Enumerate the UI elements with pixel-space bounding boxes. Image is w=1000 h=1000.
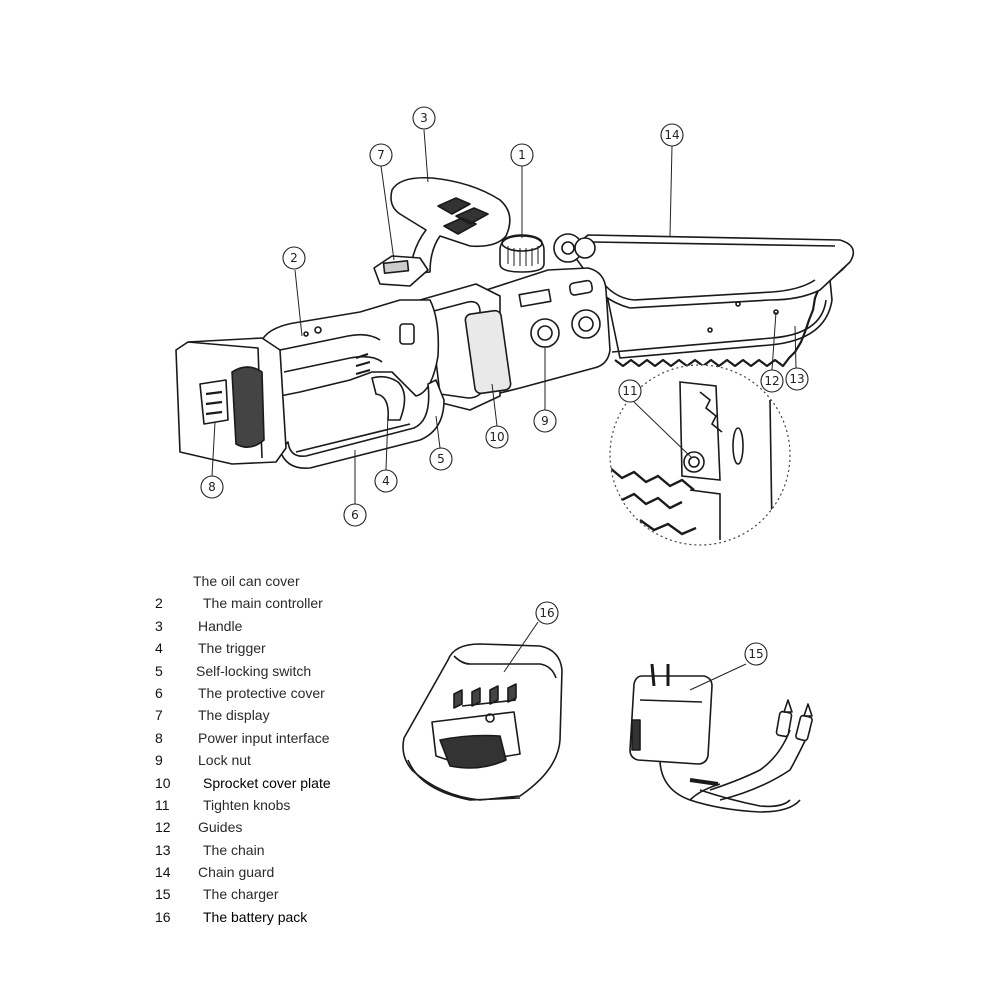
part-row: The oil can cover [150,570,410,592]
svg-text:6: 6 [351,508,359,522]
display-panel [373,255,429,287]
part-number: 8 [155,729,163,746]
part-number: 6 [155,684,163,701]
part-number: 12 [155,819,171,836]
part-name: The display [198,707,270,724]
part-row: 6 The protective cover [150,682,410,704]
attached-battery [175,337,287,465]
part-row: 7 The display [150,704,410,726]
part-name: The main controller [203,595,323,612]
top-handle [390,176,511,275]
self-locking-switch [399,323,415,345]
svg-text:9: 9 [541,414,549,428]
svg-text:2: 2 [290,251,298,265]
callout-10: 10 [485,425,509,449]
protective-loop [279,379,445,469]
part-row: 3 Handle [150,615,410,637]
chainsaw-illustration [175,176,855,469]
svg-text:10: 10 [489,430,504,444]
part-name: The oil can cover [193,573,300,589]
rear-grip [261,299,440,421]
motor-housing [419,283,512,411]
part-row: 11 Tighten knobs [150,794,410,816]
chain [614,287,821,368]
svg-text:5: 5 [437,452,445,466]
part-name: Sprocket cover plate [203,774,331,791]
callout-13: 13 [785,367,809,391]
oil-can-cover [499,234,545,273]
callout-2: 2 [282,246,306,270]
callout-5: 5 [429,447,453,471]
part-row: 16 The battery pack [150,906,410,928]
callout-3: 3 [412,106,436,130]
part-row: 2 The main controller [150,592,410,614]
part-name: Guides [198,819,243,836]
callout-8: 8 [200,475,224,499]
part-row: 9 Lock nut [150,749,410,771]
svg-text:7: 7 [377,148,385,162]
callout-6: 6 [343,503,367,527]
callout-11: 11 [618,379,642,403]
callout-4: 4 [374,469,398,493]
svg-text:15: 15 [748,647,763,661]
part-row: 15 The charger [150,883,410,905]
tighten-knob-detail [609,364,791,546]
part-number: 13 [155,841,171,858]
callout-12: 12 [760,369,784,393]
part-row: 5 Self-locking switch [150,660,410,682]
part-row: 10 Sprocket cover plate [150,772,410,794]
part-name: Handle [198,617,243,634]
callout-leaders [211,129,797,691]
parts-list: The oil can cover 2 The main controller 3… [150,570,410,928]
callout-1: 1 [510,143,534,167]
charger-illustration [629,663,813,813]
svg-text:8: 8 [208,480,216,494]
part-number: 14 [155,864,171,881]
part-name: Self-locking switch [196,662,312,679]
part-name: Tighten knobs [203,796,291,813]
callout-15: 15 [744,642,768,666]
svg-text:12: 12 [764,374,779,388]
svg-text:16: 16 [539,606,554,620]
callout-14: 14 [660,123,684,147]
part-number: 2 [155,595,163,612]
part-number: 9 [155,752,163,769]
svg-text:4: 4 [382,474,390,488]
part-name: The charger [203,886,279,903]
part-number: 3 [155,617,163,634]
callout-7: 7 [369,143,393,167]
svg-text:1: 1 [518,148,526,162]
svg-text:11: 11 [622,384,637,398]
svg-text:14: 14 [664,128,679,142]
part-number: 11 [155,796,170,813]
callout-16: 16 [535,601,559,625]
part-name: Lock nut [198,752,251,769]
part-row: 4 The trigger [150,637,410,659]
trigger [371,375,406,421]
part-name: The trigger [198,640,266,657]
part-number: 16 [155,908,171,925]
svg-text:13: 13 [789,372,804,386]
part-name: Power input interface [198,729,330,746]
part-number: 15 [155,886,171,903]
svg-text:3: 3 [420,111,428,125]
part-row: 12 Guides [150,816,410,838]
part-name: The chain [203,841,265,858]
part-number: 7 [155,707,163,724]
battery-pack-illustration [402,643,563,801]
part-row: 14 Chain guard [150,861,410,883]
part-name: Chain guard [198,864,275,881]
part-number: 10 [155,774,171,791]
callout-9: 9 [533,409,557,433]
part-number: 4 [155,640,163,657]
part-row: 13 The chain [150,839,410,861]
part-name: The battery pack [203,908,308,925]
part-row: 8 Power input interface [150,727,410,749]
part-number: 5 [155,662,163,679]
part-name: The protective cover [198,684,325,701]
